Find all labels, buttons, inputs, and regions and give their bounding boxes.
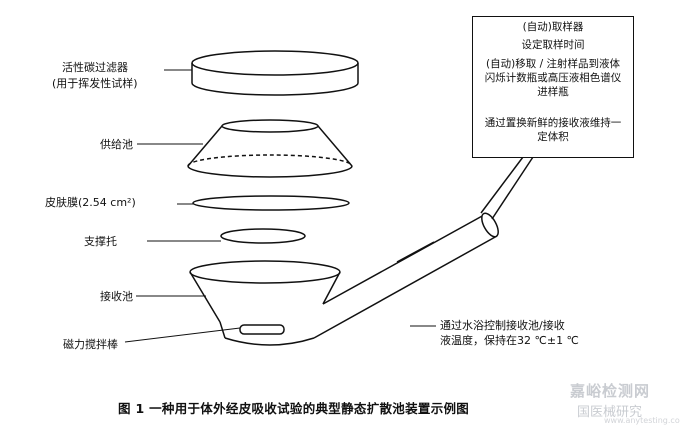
watermark-main: 嘉峪检测网 [570, 382, 651, 400]
temperature-note-line-2: 液温度，保持在32 ℃±1 ℃ [440, 334, 579, 347]
sampler-line-1: (自动)取样器 [522, 21, 584, 33]
figure-caption: 图 1 一种用于体外经皮吸收试验的典型静态扩散池装置示例图 [118, 401, 470, 416]
sampler-line-5: 进样瓶 [537, 86, 569, 98]
support-shape [220, 228, 306, 244]
support-label: 支撑托 [84, 235, 117, 248]
sampling-tube-shape [480, 156, 534, 220]
sampler-line-4: 闪烁计数瓶或高压液相色谱仪 [484, 72, 622, 84]
receptor-chamber-label: 接收池 [100, 290, 133, 303]
watermark-sub: 国医械研究 [577, 405, 643, 420]
stir-bar-shape [239, 324, 285, 335]
temperature-note-line-1: 通过水浴控制接收池/接收 [440, 319, 565, 332]
receptor-chamber-shape [189, 212, 499, 346]
sampler-line-3: (自动)移取 / 注射样品到液体 [486, 58, 620, 70]
sampler-box: (自动)取样器 设定取样时间 (自动)移取 / 注射样品到液体 闪烁计数瓶或高压… [472, 16, 634, 158]
carbon-filter-label: 活性碳过滤器 [62, 61, 128, 74]
skin-membrane-shape [192, 195, 350, 211]
skin-membrane-label: 皮肤膜(2.54 cm²) [45, 196, 136, 209]
watermark-url: www.anytesting.com [604, 416, 680, 425]
sampler-line-6: 通过置换新鲜的接收液维持一 [484, 117, 622, 129]
carbon-filter-shape [191, 50, 359, 96]
sampler-line-2: 设定取样时间 [521, 39, 585, 51]
donor-chamber-label: 供给池 [100, 138, 133, 151]
donor-chamber-shape [187, 119, 353, 178]
stir-bar-label: 磁力搅拌棒 [63, 338, 118, 351]
carbon-filter-sublabel: (用于挥发性试样) [52, 77, 138, 90]
sampler-line-7: 定体积 [537, 131, 569, 143]
